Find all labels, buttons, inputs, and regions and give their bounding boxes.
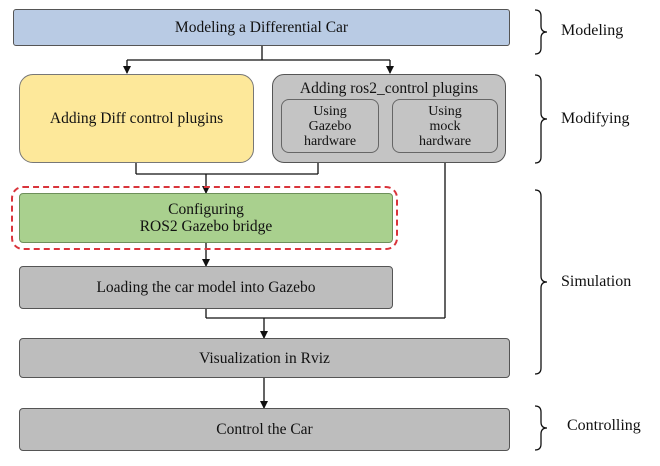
node-gazebo-hardware: Using Gazebo hardware	[281, 99, 379, 153]
stage-label-simulation: Simulation	[561, 273, 632, 290]
configuring-line-1: Configuring	[168, 201, 244, 218]
node-configuring-bridge: Configuring ROS2 Gazebo bridge	[19, 193, 393, 243]
brace-modeling	[534, 9, 548, 55]
stage-label-modeling: Modeling	[561, 22, 624, 39]
node-loading-model-label: Loading the car model into Gazebo	[96, 279, 316, 296]
node-visualization-rviz-label: Visualization in Rviz	[199, 349, 330, 367]
node-diff-plugins: Adding Diff control plugins	[19, 74, 254, 163]
mock-hw-line-3: hardware	[418, 133, 472, 149]
highlight-dashed-frame	[11, 186, 398, 250]
stage-label-controlling: Controlling	[567, 417, 641, 434]
brace-simulation	[534, 189, 548, 375]
brace-controlling	[534, 405, 548, 451]
stage-label-modifying: Modifying	[561, 110, 630, 127]
node-visualization-rviz: Visualization in Rviz	[19, 338, 510, 378]
gazebo-hw-line-2: Gazebo	[308, 118, 352, 134]
node-ros2-plugins-label: Adding ros2_control plugins	[299, 80, 479, 97]
node-mock-hardware: Using mock hardware	[392, 99, 498, 153]
node-modeling-car-label: Modeling a Differential Car	[174, 19, 349, 36]
brace-modifying	[534, 74, 548, 164]
gazebo-hw-line-1: Using	[313, 103, 347, 119]
node-control-car-label: Control the Car	[216, 421, 313, 438]
gazebo-hw-line-3: hardware	[303, 133, 357, 149]
configuring-line-2: ROS2 Gazebo bridge	[139, 218, 273, 235]
mock-hw-line-2: mock	[429, 118, 461, 134]
node-control-car: Control the Car	[19, 408, 510, 451]
node-diff-plugins-label: Adding Diff control plugins	[49, 110, 224, 127]
mock-hw-line-1: Using	[428, 103, 462, 119]
node-modeling-car: Modeling a Differential Car	[13, 9, 510, 46]
node-loading-model: Loading the car model into Gazebo	[19, 266, 393, 309]
